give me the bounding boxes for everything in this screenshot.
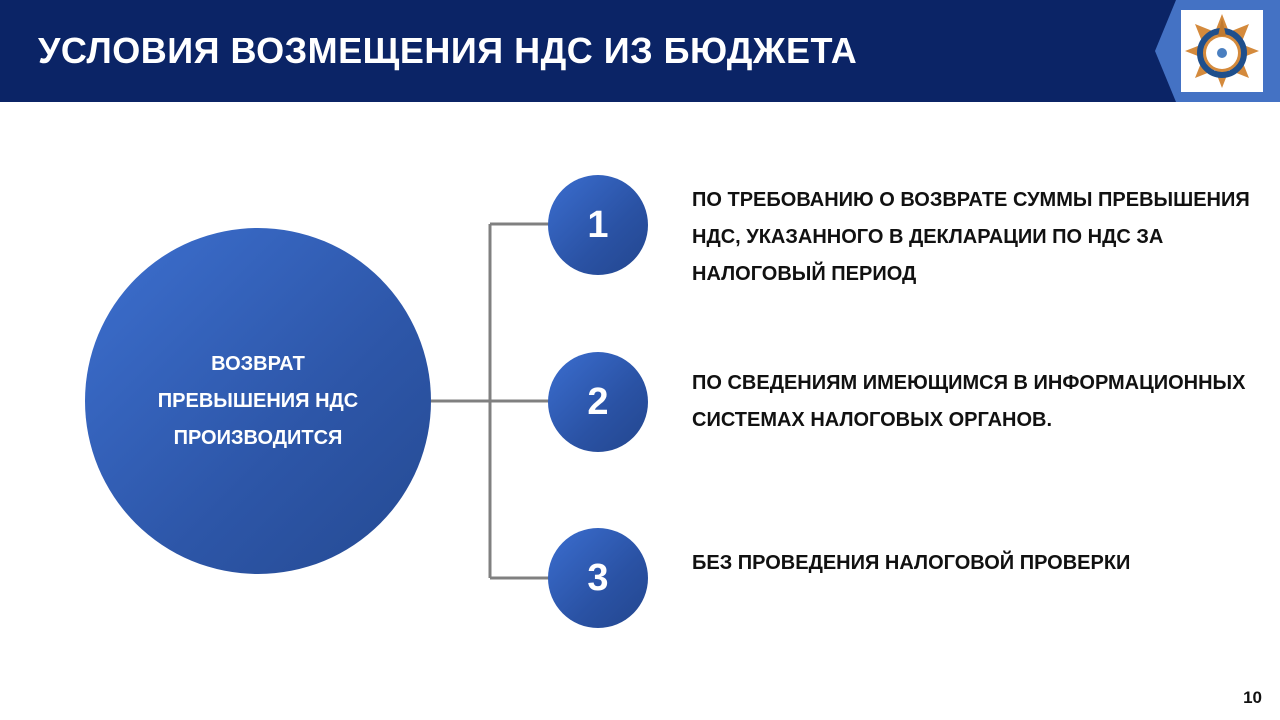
step-text-3: БЕЗ ПРОВЕДЕНИЯ НАЛОГОВОЙ ПРОВЕРКИ <box>692 552 1131 574</box>
main-circle: ВОЗВРАТ ПРЕВЫШЕНИЯ НДС ПРОИЗВОДИТСЯ <box>85 228 431 574</box>
page-number: 10 <box>1243 688 1262 707</box>
step-circle-2: 2 <box>548 352 648 452</box>
step-circle-1: 1 <box>548 175 648 275</box>
step-text-1: ПО ТРЕБОВАНИЮ О ВОЗВРАТЕ СУММЫ ПРЕВЫШЕНИ… <box>692 189 1250 285</box>
header-bar: УСЛОВИЯ ВОЗМЕЩЕНИЯ НДС ИЗ БЮДЖЕТА <box>0 0 1280 102</box>
step-circle-3: 3 <box>548 528 648 628</box>
page-title: УСЛОВИЯ ВОЗМЕЩЕНИЯ НДС ИЗ БЮДЖЕТА <box>38 30 858 71</box>
step-text-2: ПО СВЕДЕНИЯМ ИМЕЮЩИМСЯ В ИНФОРМАЦИОННЫХ … <box>692 372 1246 431</box>
main-circle-text: ВОЗВРАТ ПРЕВЫШЕНИЯ НДС ПРОИЗВОДИТСЯ <box>157 352 359 449</box>
tax-service-logo <box>1181 10 1263 92</box>
